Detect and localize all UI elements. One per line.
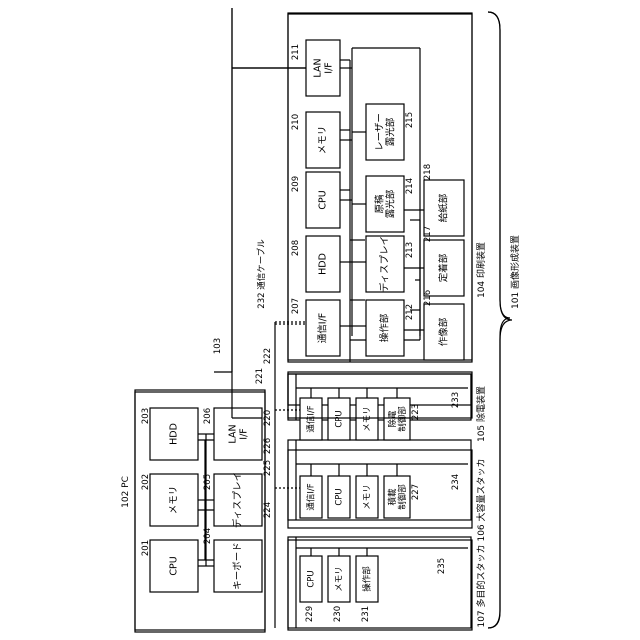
ref-201: 201 (141, 540, 151, 556)
ref-227: 227 (411, 484, 421, 500)
laser-exposure-label: レーザー露光部 (374, 113, 396, 151)
stacker-caption: 106 大容量スタッカ (475, 458, 487, 541)
ref-233: 233 (451, 392, 461, 408)
cpu-printer-label: CPU (318, 190, 329, 209)
ref-210: 210 (291, 114, 301, 130)
ref-232: 232 通信ケーブル (256, 239, 267, 309)
ref-207: 207 (291, 298, 301, 314)
operation-multi-label: 操作部 (362, 566, 373, 592)
ref-103: 103 (213, 338, 223, 354)
ref-208: 208 (291, 240, 301, 256)
display-pc-label: ディスプレイ (232, 472, 244, 528)
ref-216: 216 (423, 290, 433, 306)
ref-222: 222 (263, 348, 273, 364)
ref-212: 212 (405, 304, 415, 320)
comm-if-stacker-label: 通信I/F (306, 483, 317, 510)
comm-if-printer-label: 通信I/F (317, 313, 329, 343)
display-printer-label: ディスプレイ (379, 236, 391, 292)
multipurpose-caption: 107 多目的スタッカ (475, 544, 487, 627)
printer-caption: 104 印刷装置 (475, 242, 487, 298)
memory-printer-label: メモリ (318, 126, 329, 155)
ref-218: 218 (423, 164, 433, 180)
cpu-stacker-label: CPU (335, 488, 345, 505)
ref-211: 211 (291, 44, 301, 60)
ref-234: 234 (451, 474, 461, 490)
system-caption: 101 画像形成装置 (509, 235, 521, 309)
cpu-multi-label: CPU (307, 570, 317, 587)
ref-223: 223 (411, 404, 421, 420)
ref-225: 225 (263, 460, 273, 476)
ref-202: 202 (141, 474, 151, 490)
ref-206: 206 (203, 408, 213, 424)
ref-215: 215 (405, 112, 415, 128)
ref-235: 235 (437, 558, 447, 574)
ref-213: 213 (405, 242, 415, 258)
ref-230: 230 (333, 606, 343, 622)
keyboard-pc-label: キーボード (233, 542, 244, 590)
ref-214: 214 (405, 178, 415, 194)
ref-204: 204 (203, 528, 213, 544)
operation-printer-label: 操作部 (379, 314, 391, 343)
ref-231: 231 (361, 606, 371, 622)
cpu-pc-label: CPU (169, 556, 180, 575)
neutralizer-caption: 105 除電装置 (475, 386, 487, 442)
ref-205: 205 (203, 474, 213, 490)
ref-229: 229 (305, 606, 315, 622)
memory-stacker-label: メモリ (363, 484, 373, 510)
ref-209: 209 (291, 176, 301, 192)
ref-203: 203 (141, 408, 151, 424)
ref-226: 226 (263, 438, 273, 454)
pc-caption: 102 PC (121, 476, 131, 508)
cpu-neutralizer-label: CPU (335, 410, 345, 427)
comm-if-neutralizer-label: 通信I/F (306, 405, 317, 432)
memory-multi-label: メモリ (335, 566, 345, 592)
developing-label: 作像部 (438, 318, 450, 347)
system-brace-screen (488, 12, 510, 628)
ref-221: 221 (255, 368, 265, 384)
memory-pc-label: メモリ (169, 486, 180, 515)
hdd-pc-label: HDD (169, 423, 180, 445)
ref-224: 224 (263, 502, 273, 518)
ref-220: 220 (263, 410, 273, 426)
memory-neutralizer-label: メモリ (363, 406, 373, 432)
hdd-printer-label: HDD (318, 253, 329, 275)
ref-217: 217 (423, 226, 433, 242)
paper-feed-label: 給紙部 (438, 194, 450, 223)
fixing-label: 定着部 (438, 254, 450, 283)
